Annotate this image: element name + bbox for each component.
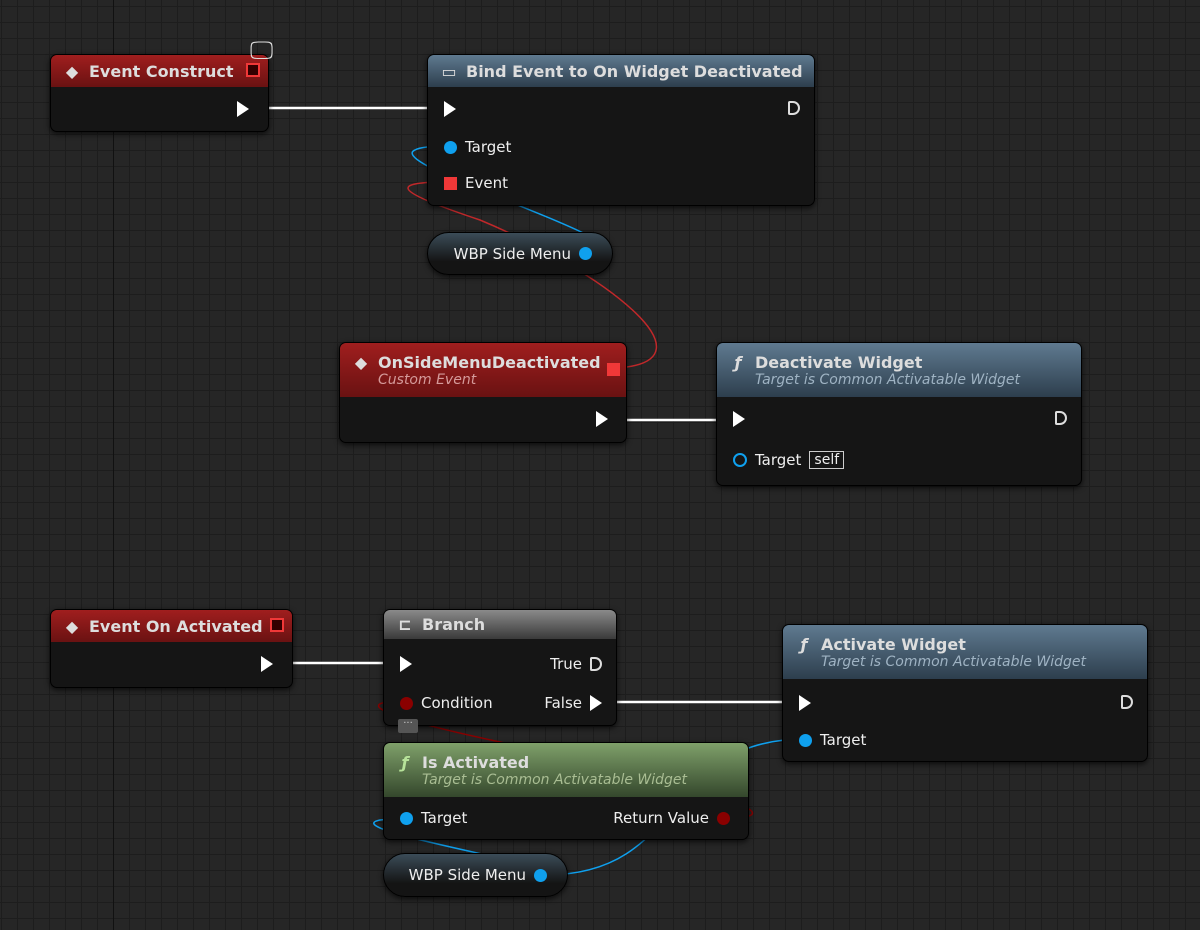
bind-event-node[interactable]: ▭ Bind Event to On Widget Deactivated Tar… [427,54,815,206]
function-icon: ƒ [734,352,742,372]
false-exec-pin[interactable] [590,695,602,711]
target-pin[interactable] [733,453,747,467]
pin-label: Target [421,809,468,827]
exec-out-pin[interactable] [596,411,608,427]
node-subtitle: Custom Event [378,371,477,388]
true-exec-pin[interactable] [590,657,602,671]
variable-label: WBP Side Menu [408,866,526,884]
delegate-wire[interactable] [407,181,658,369]
target-default-value[interactable]: self [809,451,845,469]
node-title: Event Construct [89,61,234,81]
event-pin[interactable] [444,176,457,190]
delegate-pin[interactable] [270,618,284,632]
pin-label: Return Value [613,809,709,827]
node-title: Event On Activated [89,616,263,636]
node-subtitle: Target is Common Activatable Widget [755,371,1021,388]
node-subtitle: Target is Common Activatable Widget [422,771,688,788]
target-pin[interactable] [400,811,413,825]
condition-pin[interactable] [400,696,413,710]
variable-out-pin[interactable] [579,247,592,260]
client-monitor-icon: 🖵 [250,36,274,64]
exec-out-pin[interactable] [1055,411,1067,425]
target-pin[interactable] [799,733,812,747]
node-title: Branch [422,615,486,634]
pin-label: True [550,655,582,673]
branch-node[interactable]: ⊏ Branch True Condition False [383,609,617,726]
pin-label: Target [465,138,512,156]
pin-label: Target [820,731,867,749]
delegate-pin[interactable] [607,363,620,376]
target-pin[interactable] [444,140,457,154]
variable-label: WBP Side Menu [453,244,571,263]
function-icon: ƒ [401,752,409,772]
event-diamond-icon: ◆ [65,61,79,81]
event-on-activated-node[interactable]: ◆ Event On Activated [50,609,293,688]
exec-out-pin[interactable] [261,656,273,672]
wbp-side-menu-variable[interactable]: WBP Side Menu [427,232,613,275]
node-title: Deactivate Widget [755,352,923,372]
wbp-side-menu-variable[interactable]: WBP Side Menu [383,853,568,897]
event-diamond-icon: ◆ [354,352,368,372]
node-title: Is Activated [422,752,530,772]
exec-in-pin[interactable] [733,411,745,427]
function-icon: ƒ [800,634,808,654]
exec-in-pin[interactable] [444,101,456,117]
variable-out-pin[interactable] [534,868,547,882]
pin-label: Condition [421,694,493,712]
pin-label: Target [755,451,802,469]
delegate-icon: ▭ [441,61,457,81]
event-diamond-icon: ◆ [65,616,79,636]
exec-in-pin[interactable] [799,695,811,711]
branch-icon: ⊏ [398,615,412,634]
node-title: Bind Event to On Widget Deactivated [466,61,803,81]
exec-in-pin[interactable] [400,656,412,672]
node-title: OnSideMenuDeactivated [378,352,601,372]
return-value-pin[interactable] [717,811,730,825]
exec-out-pin[interactable] [788,101,800,115]
delegate-pin[interactable] [246,63,260,77]
exec-out-pin[interactable] [237,101,249,117]
exec-out-pin[interactable] [1121,695,1133,709]
node-title: Activate Widget [821,634,966,654]
comment-bubble-icon[interactable]: ··· [398,719,418,733]
node-subtitle: Target is Common Activatable Widget [821,653,1087,670]
pin-label: False [544,694,582,712]
event-construct-node[interactable]: ◆ Event Construct [50,54,269,132]
pin-label: Event [465,174,508,192]
